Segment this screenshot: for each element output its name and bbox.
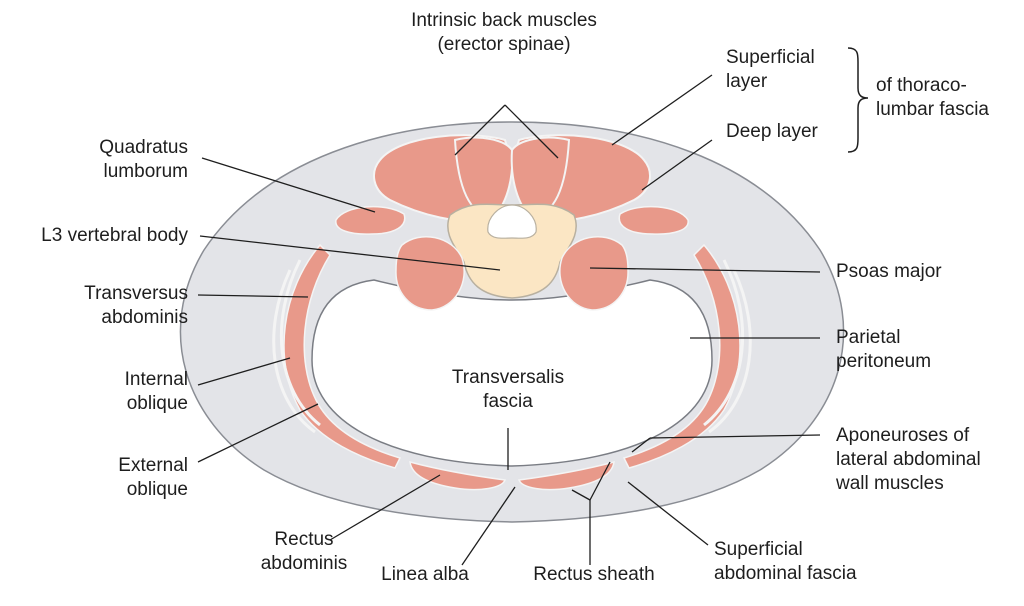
label-line: Transversus [84, 283, 188, 304]
label-internal-oblique: Internal oblique [40, 368, 188, 416]
label-deep-layer: Deep layer [726, 120, 818, 144]
leader-linea-alba [461, 486, 516, 566]
leader-l3 [199, 235, 501, 271]
lateral-muscles-right [622, 243, 741, 469]
psoas-major-left [395, 236, 465, 311]
psoas-major-right [559, 236, 629, 311]
label-external-oblique: External oblique [40, 454, 188, 502]
oblique-sep-right-1 [703, 259, 745, 427]
oblique-sep-left-2 [272, 269, 316, 434]
oblique-sep-left-1 [279, 259, 321, 427]
quadratus-lumborum-right [618, 205, 689, 235]
leader-superficial-layer [611, 74, 713, 146]
label-line: Superficial [714, 539, 803, 560]
leader-internal-oblique [197, 357, 291, 386]
leader-lines [197, 74, 821, 566]
label-line: lumbar fascia [876, 99, 989, 120]
label-parietal-peritoneum: Parietal peritoneum [836, 326, 931, 374]
label-intrinsic-back-muscles: Intrinsic back muscles (erector spinae) [394, 9, 614, 57]
label-rectus-abdominis: Rectus abdominis [244, 528, 364, 576]
label-line: Rectus [274, 529, 334, 550]
label-thoracolumbar-fascia: of thoraco- lumbar fascia [876, 74, 989, 122]
label-line: (erector spinae) [437, 34, 571, 55]
label-transversalis-fascia: Transversalis fascia [420, 366, 596, 414]
leader-deep-layer [641, 139, 713, 191]
leader-intrinsic-right [504, 104, 559, 159]
label-line: lumborum [103, 161, 188, 182]
leader-transversus [197, 294, 309, 298]
label-rectus-sheath: Rectus sheath [514, 563, 674, 587]
label-aponeuroses: Aponeuroses of lateral abdominal wall mu… [836, 424, 981, 496]
label-line: Intrinsic back muscles [411, 10, 597, 31]
spinal-canal [487, 204, 537, 239]
label-line: layer [726, 71, 768, 92]
label-line: Parietal [836, 327, 901, 348]
leader-psoas [589, 267, 821, 273]
erector-spinae-right-medial [510, 136, 571, 220]
label-line: L3 vertebral body [41, 225, 188, 246]
label-line: Psoas major [836, 261, 942, 282]
label-line: oblique [126, 393, 188, 414]
erector-spinae-left-medial [453, 136, 514, 220]
label-l3-vertebral-body: L3 vertebral body [0, 224, 188, 248]
leader-superficial-fascia [627, 481, 709, 546]
leader-rectus-sheath-2 [571, 489, 591, 501]
label-line: Deep layer [726, 121, 818, 142]
label-line: abdominal fascia [714, 563, 857, 584]
brace [847, 47, 869, 153]
label-line: Aponeuroses of [836, 425, 970, 446]
label-line: oblique [126, 479, 188, 500]
label-line: Linea alba [381, 564, 469, 585]
label-transversus-abdominis: Transversus abdominis [40, 282, 188, 330]
label-line: fascia [483, 391, 533, 412]
label-superficial-abdominal-fascia: Superficial abdominal fascia [714, 538, 857, 586]
leader-rectus-sheath-3 [589, 461, 611, 501]
label-superficial-layer: Superficial layer [726, 46, 815, 94]
rectus-abdominis-right [517, 460, 615, 491]
lateral-muscles-left [283, 243, 402, 469]
leader-intrinsic-left [454, 104, 506, 156]
label-line: abdominis [260, 553, 348, 574]
leader-external-oblique [197, 403, 319, 463]
label-line: Transversalis [451, 367, 565, 388]
leader-rectus-abdominis [329, 474, 441, 541]
abdominal-cavity [311, 279, 713, 467]
oblique-sep-right-2 [708, 269, 752, 434]
label-line: of thoraco- [876, 75, 967, 96]
label-line: wall muscles [836, 473, 944, 494]
label-line: Rectus sheath [533, 564, 655, 585]
label-psoas-major: Psoas major [836, 260, 942, 284]
label-line: Superficial [726, 47, 815, 68]
label-quadratus-lumborum: Quadratus lumborum [60, 136, 188, 184]
leader-quadratus [201, 157, 376, 213]
quadratus-lumborum-left [335, 205, 406, 235]
label-line: Quadratus [99, 137, 188, 158]
rectus-abdominis-left [409, 460, 507, 491]
leader-aponeuroses-2 [631, 437, 651, 453]
label-line: abdominis [101, 307, 188, 328]
label-line: Internal [124, 369, 188, 390]
label-line: peritoneum [836, 351, 932, 372]
label-line: lateral abdominal [836, 449, 981, 470]
leader-aponeuroses-1 [649, 434, 821, 439]
label-line: External [118, 455, 188, 476]
label-linea-alba: Linea alba [360, 563, 490, 587]
